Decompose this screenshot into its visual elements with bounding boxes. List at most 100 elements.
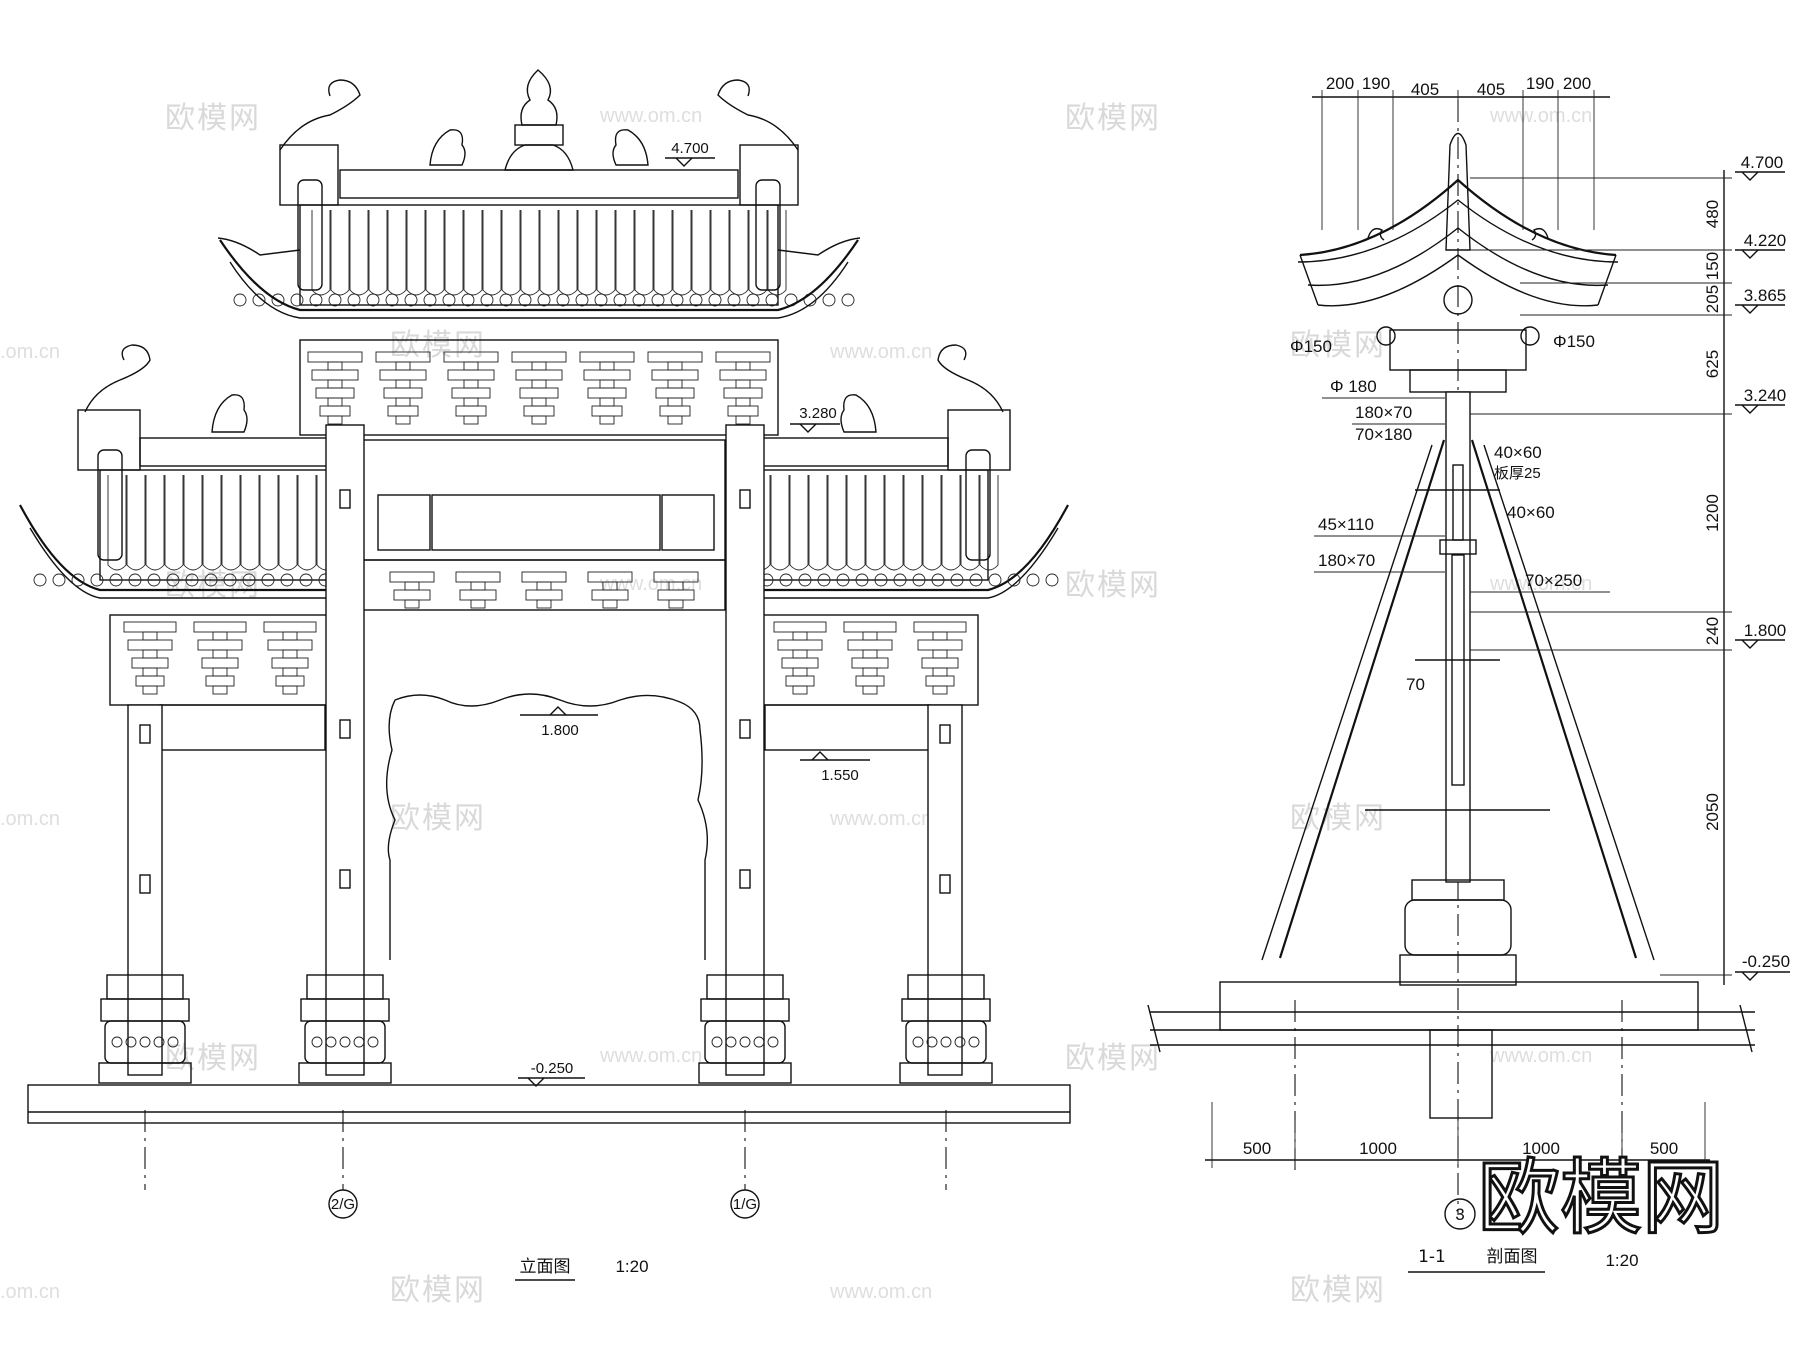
tile-end [385,293,399,307]
finial-base [504,144,574,171]
tile-end [822,293,836,307]
roof-tile [501,210,521,296]
roof-tile [808,475,828,571]
tile-end [689,293,703,307]
lower-beast-left [211,394,248,433]
bracket-block [327,415,343,425]
bracket-arm [197,639,243,651]
section-top-dims: 200 190 405 405 190 200 [1312,74,1610,230]
tile-end [518,293,532,307]
level-label: -0.250 [1742,952,1790,971]
lintel-panel-right [661,494,715,551]
base-ornament [739,1036,751,1048]
upper-roof [217,69,861,319]
bracket-block [536,581,552,591]
watermark-url: www.om.cn [829,808,932,830]
tile-end [185,573,199,587]
bracket-block [599,397,615,407]
roof-tile [482,210,502,296]
bracket-arm [647,351,703,363]
cloud-arch-outline [385,693,708,960]
bracket-arm [193,621,247,633]
section-purlin-center [1443,285,1473,315]
bracket-block [932,685,948,695]
upper-corner-left [217,237,301,256]
lower-tile-panel-right [747,469,989,581]
bottom-dim: 500 [1243,1139,1271,1158]
upper-owl-tail-left [279,79,361,151]
roof-tile [387,210,407,296]
watermark-text: 欧模网 [390,1273,486,1308]
axis-label-1g: 1/G [733,1196,757,1213]
upper-tile-rows [233,210,855,307]
roof-tile [710,210,730,296]
bracket-block [212,649,228,659]
bracket-arm [715,351,771,363]
bracket-block [667,415,683,425]
base-ornament [725,1036,737,1048]
bracket-block [395,397,411,407]
watermark-text: 欧模网 [1290,1273,1386,1308]
right-dim: 480 [1703,200,1722,228]
base-ornament [311,1036,323,1048]
bracket-block [667,361,683,371]
level-label: 3.240 [1744,386,1787,405]
bracket-arm [579,351,635,363]
watermark-url: .om.cn [0,1281,60,1303]
roof-tile [634,210,654,296]
bracket-arm [521,571,567,583]
column-inner-right [725,424,765,1076]
tile-end [613,293,627,307]
section-caption: 剖面图 [1487,1247,1538,1267]
bracket-block [932,649,948,659]
tile-end [575,293,589,307]
section-beast-left [1367,227,1385,241]
tile-end [404,293,418,307]
base-ornament [940,1036,952,1048]
upper-hip-ridge-left [297,179,323,291]
center-bracket-sets [389,571,699,609]
tile-end [347,293,361,307]
lower-ridge-right [747,437,949,467]
bracket-block [327,361,343,371]
base-ornament [968,1036,980,1048]
section-right-dims: 480 150 205 625 1200 240 2050 [1470,170,1732,985]
lower-ridge-end-right [947,409,1011,471]
bracket-block [463,379,479,389]
bracket-block [470,581,486,591]
roof-tile [729,210,749,296]
section-purlin-right [1520,326,1540,346]
top-dim: 190 [1526,74,1554,93]
section-bottom-dims: 500 1000 1000 500 [1205,1102,1710,1168]
bracket-block [142,631,158,641]
bracket-block [282,685,298,695]
tile-end [779,573,793,587]
bracket-block [463,397,479,407]
roof-tile [330,210,350,296]
top-dim: 190 [1362,74,1390,93]
tile-end [271,293,285,307]
detail-number: 3 [1455,1205,1464,1224]
upper-ridge-end-right [739,144,799,206]
section-struts [1261,439,1655,961]
section-foundation [1147,981,1755,1119]
bracket-arm [651,369,699,381]
column-outer-left [127,704,163,1076]
tile-end [480,293,494,307]
roof-tile [865,475,885,571]
base-ornament [153,1036,165,1048]
section-drawing: 200 190 405 405 190 200 [1147,74,1790,1273]
bracket-block [282,649,298,659]
bracket-arm [447,369,495,381]
lower-eave-left [19,504,340,592]
base-foot [698,1062,792,1084]
right-dim: 625 [1703,350,1722,378]
bracket-arm [511,351,567,363]
roof-tile [941,475,961,571]
bracket-arm [455,571,501,583]
tile-end [874,573,888,587]
finial-neck [514,124,564,146]
section-inner-post [1451,554,1465,786]
bracket-block [531,379,547,389]
section-tie-block [1439,539,1477,555]
